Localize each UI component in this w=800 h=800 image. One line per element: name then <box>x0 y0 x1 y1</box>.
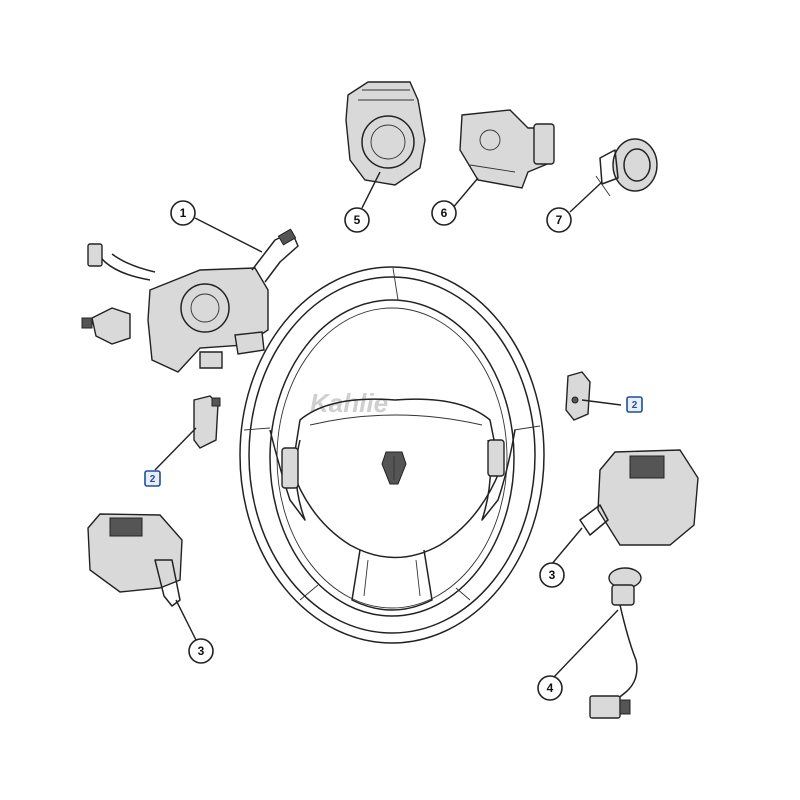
callout-2-left: 2 <box>144 470 161 487</box>
callout-7: 7 <box>546 207 572 233</box>
callout-4: 4 <box>537 675 563 701</box>
left-switch <box>193 395 221 449</box>
callout-2-right: 2 <box>626 396 643 413</box>
callout-5-label: 5 <box>354 213 361 227</box>
callout-3-right-label: 3 <box>549 568 556 582</box>
callout-1-label: 1 <box>180 206 187 220</box>
right-switch <box>565 371 591 421</box>
callout-2-right-label: 2 <box>632 400 638 411</box>
wiring-harness <box>589 567 642 719</box>
callout-6-label: 6 <box>441 206 448 220</box>
callout-3-right: 3 <box>539 562 565 588</box>
ignition-switch <box>459 109 555 189</box>
leader-lines <box>154 171 622 679</box>
callout-2-left-label: 2 <box>150 474 156 485</box>
right-switch-cover <box>579 449 699 546</box>
callout-3-left-label: 3 <box>198 644 205 658</box>
watermark-text: Kahlie <box>310 388 388 418</box>
lock-cylinder-ring <box>595 138 658 197</box>
multifunction-switch-assembly <box>81 228 299 373</box>
callout-5: 5 <box>344 207 370 233</box>
callout-7-label: 7 <box>556 213 563 227</box>
callout-3-left: 3 <box>188 638 214 664</box>
left-switch-cover <box>87 513 183 607</box>
steering-wheel <box>239 266 545 644</box>
callout-1: 1 <box>170 200 196 226</box>
clockspring <box>345 81 426 186</box>
callout-4-label: 4 <box>547 681 554 695</box>
callout-6: 6 <box>431 200 457 226</box>
